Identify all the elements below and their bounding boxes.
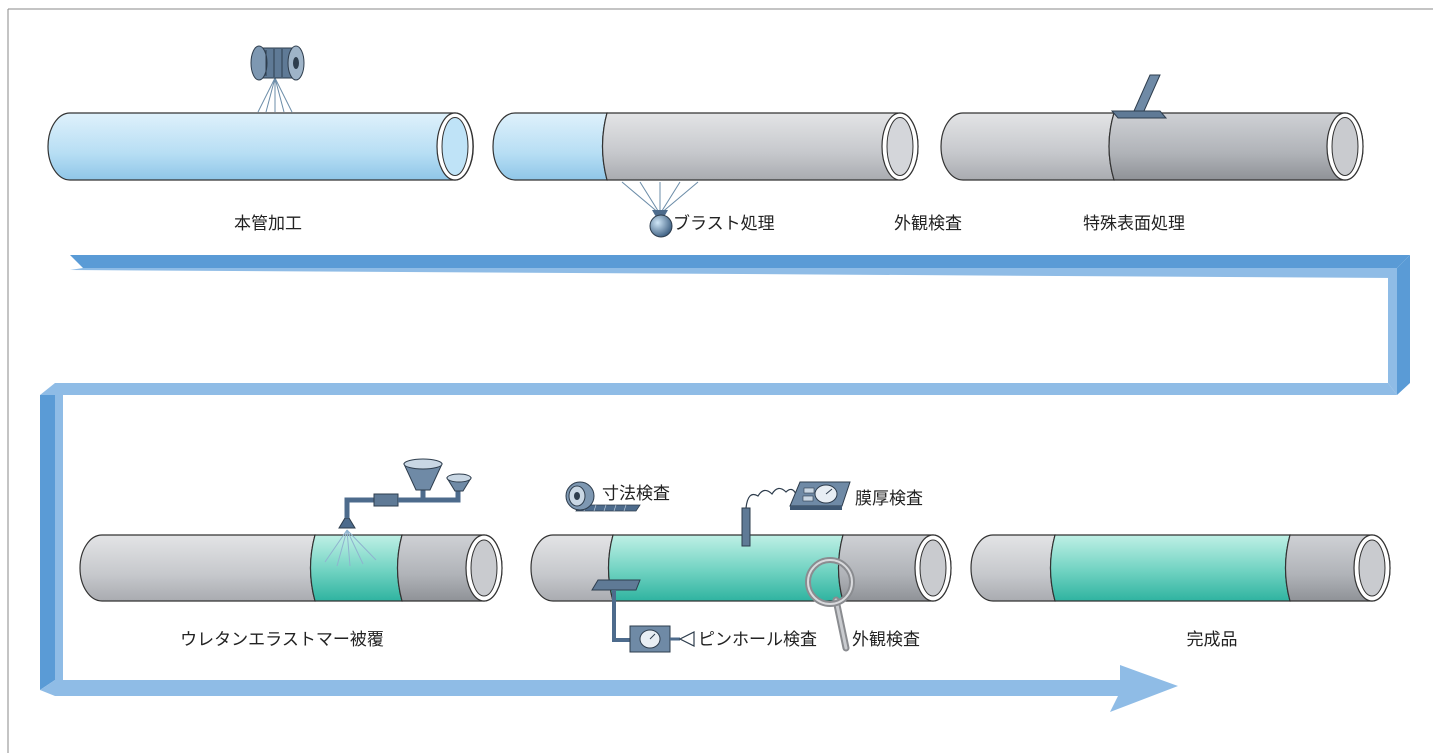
- pinhole-detector-icon: [591, 579, 695, 653]
- surface-tool-icon: [1110, 74, 1168, 119]
- frame: [7, 8, 1433, 753]
- step2-label: ブラスト処理: [673, 213, 775, 234]
- magnifier-icon: [805, 557, 855, 652]
- thickness-gauge-icon: [741, 481, 851, 547]
- pipe-blasting: [492, 112, 919, 181]
- step6-label: 完成品: [1187, 630, 1238, 650]
- step5-label: ウレタンエラストマー被覆: [180, 630, 384, 650]
- inspect-pinhole-label: ピンホール検査: [698, 630, 817, 650]
- spray-hoppers-icon: [324, 458, 472, 567]
- pipe-surface-treatment: [940, 112, 1364, 181]
- pipe-inspection: [530, 534, 952, 602]
- blast-nozzle-icon: [621, 181, 699, 238]
- pipe-coating: [79, 534, 503, 602]
- pipe-finished: [970, 534, 1391, 602]
- tape-roll-icon: [565, 481, 641, 512]
- step3-label: 外観検査: [894, 214, 962, 234]
- inspect-thickness-label: 膜厚検査: [855, 489, 923, 509]
- step4-label: 特殊表面処理: [1083, 214, 1185, 234]
- inspect-visual-label: 外観検査: [852, 630, 920, 650]
- step1-label: 本管加工: [234, 214, 302, 234]
- wire-reel-icon: [250, 45, 305, 113]
- inspect-dimension-label: 寸法検査: [602, 484, 670, 504]
- pipe-raw: [47, 112, 474, 181]
- flow-arrow: [40, 255, 1410, 712]
